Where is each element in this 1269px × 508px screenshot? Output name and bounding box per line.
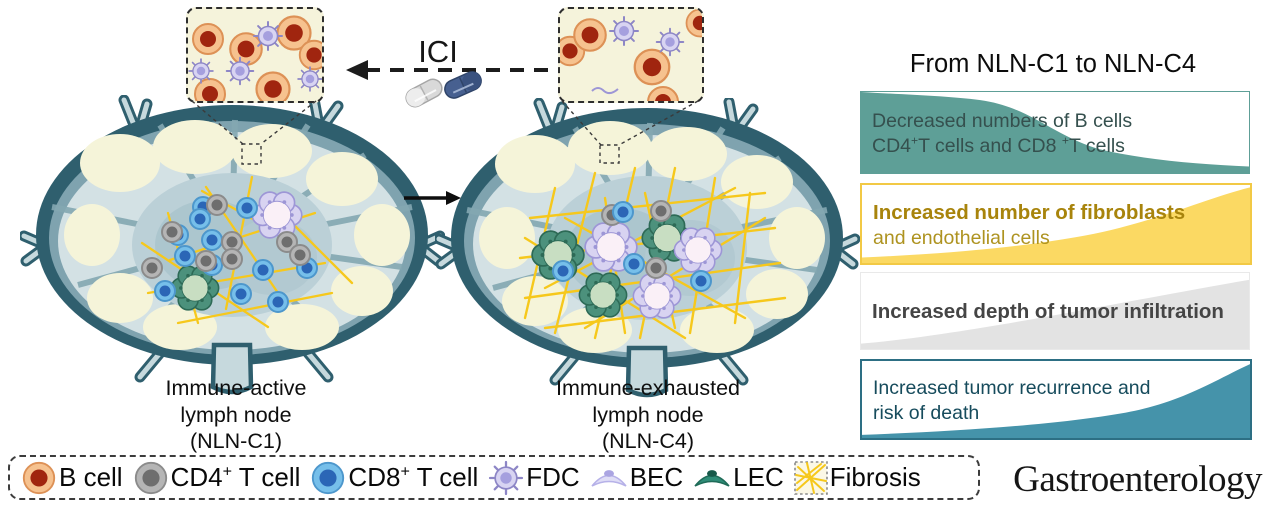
inset-active-follicle (186, 7, 324, 103)
legend-label: CD4+ T cell (170, 462, 301, 492)
cd4-t-cell-icon (134, 461, 167, 494)
ici-label: ICI (418, 34, 458, 69)
efferent-vessel-stem (625, 345, 669, 398)
legend-label: FDC (526, 462, 580, 492)
legend: B cell CD4+ T cell CD8+ T cell FDC (8, 455, 980, 500)
legend-item-cd8-t-cell: CD8+ T cell (309, 459, 478, 497)
legend-item-fibrosis: Fibrosis (793, 460, 921, 496)
zoom-region-marker-right (599, 144, 620, 164)
trend-line: Decreased numbers of B cells (872, 110, 1133, 132)
node-label-line: (NLN-C4) (602, 429, 694, 454)
legend-item-bec: BEC (589, 461, 683, 495)
node-label-line: (NLN-C1) (190, 429, 282, 454)
bec-icon (591, 469, 627, 487)
pill-blue-icon (444, 71, 482, 99)
efferent-vessel-stem (210, 342, 254, 395)
node-label-line: lymph node (592, 402, 704, 427)
inset-exhausted-cells (560, 9, 702, 101)
node-label-line: Immune-exhausted (555, 376, 741, 400)
trend-box-text: Increased tumor recurrence and risk of d… (873, 376, 1244, 426)
trend-box-recurrence: Increased tumor recurrence and risk of d… (860, 359, 1252, 440)
legend-item-lec: LEC (692, 461, 784, 495)
trend-line: Increased depth of tumor infiltration (872, 300, 1224, 323)
node-label-line: Immune-active (165, 376, 307, 400)
trend-line: CD4+T cells and CD8 +T cells (872, 133, 1125, 157)
legend-label: CD8+ T cell (348, 462, 479, 492)
legend-item-cd4-t-cell: CD4+ T cell (132, 459, 301, 497)
trend-box-fibroblasts: Increased number of fibroblasts and endo… (860, 183, 1252, 265)
legend-item-fdc: FDC (487, 459, 580, 497)
trend-line: risk of death (873, 401, 980, 424)
trend-box-tumor-infiltration: Increased depth of tumor infiltration (860, 272, 1250, 350)
b-cell-icon (22, 461, 56, 494)
trend-box-b-t-cells: Decreased numbers of B cells CD4+T cells… (860, 91, 1250, 174)
trend-wedge-increase-icon (862, 187, 1250, 263)
node-label-nln-c4: Immune-exhausted lymph node (NLN-C4) (535, 375, 761, 455)
lymph-node-immune-active-illustration (20, 95, 445, 395)
inset-connectors (191, 100, 699, 165)
legend-label: Fibrosis (829, 462, 921, 492)
node-label-nln-c1: Immune-active lymph node (NLN-C1) (125, 375, 347, 455)
legend-label: LEC (733, 462, 784, 492)
trend-box-text: Increased number of fibroblasts and endo… (873, 200, 1244, 251)
trend-line: and endothelial cells (873, 227, 1050, 250)
legend-label: B cell (59, 462, 123, 492)
trend-line: Increased tumor recurrence and (873, 377, 1151, 399)
lymph-node-immune-exhausted-illustration (435, 98, 860, 398)
stromal-fragment (591, 87, 619, 95)
node-label-line: lymph node (180, 402, 292, 427)
cd8-t-cell-icon (312, 461, 345, 494)
trend-wedge-increase-icon (861, 279, 1249, 349)
legend-item-b-cell: B cell (20, 459, 123, 497)
zoom-region-marker-left (241, 143, 262, 165)
fdc-icon (490, 461, 523, 494)
pill-gray-icon (405, 78, 443, 108)
transition-arrow (404, 191, 461, 205)
trend-box-text: Increased depth of tumor infiltration (872, 299, 1243, 325)
trend-wedge-decrease-icon (861, 92, 1249, 173)
legend-label: BEC (629, 462, 684, 492)
trend-wedge-increase-icon (862, 364, 1250, 438)
inset-exhausted-follicle (558, 7, 704, 103)
lec-icon (694, 469, 730, 487)
fibrosis-icon (793, 460, 828, 495)
pill-icons (405, 71, 482, 108)
trend-line: Increased number of fibroblasts (873, 201, 1186, 224)
panel-title: From NLN-C1 to NLN-C4 (909, 50, 1197, 78)
journal-logo: Gastroenterology (1013, 459, 1262, 500)
ici-dashed-arrow (346, 60, 548, 80)
trend-box-text: Decreased numbers of B cells CD4+T cells… (872, 109, 1243, 159)
